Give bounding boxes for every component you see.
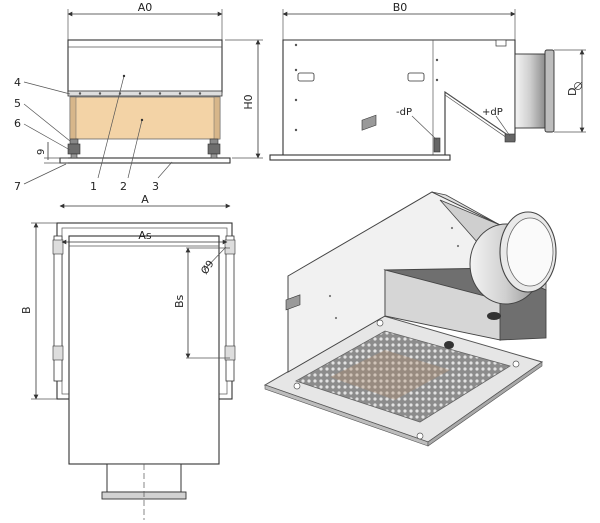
pressure-tap-plus: [504, 133, 516, 143]
clamp-left: [67, 138, 81, 159]
dim-a0-label: A0: [138, 1, 153, 14]
iso-filter-visible: [330, 350, 450, 400]
minus-dp-label: -dP: [396, 107, 412, 118]
callout-1: 1: [90, 180, 97, 193]
dim-b-label: B: [20, 306, 33, 314]
callout-6: 6: [14, 117, 21, 130]
callout-4: 4: [14, 76, 21, 89]
dim-as-label: As: [138, 229, 152, 242]
filter-block: [69, 96, 221, 140]
pressure-tap-minus: [433, 137, 441, 153]
dim-h0-label: H0: [242, 94, 255, 109]
side-ceiling-plate: [269, 154, 451, 161]
dim-9-label: 9: [36, 149, 47, 155]
front-view: A0 H0: [14, 1, 263, 209]
callout-3: 3: [152, 180, 159, 193]
top-housing: [68, 235, 220, 465]
side-view: B0 D -dP +dP: [269, 1, 586, 161]
isometric-view: [263, 114, 557, 447]
duct-spigot: [514, 53, 546, 129]
callout-5: 5: [14, 97, 21, 110]
top-view: As Bs Ø9 B: [20, 222, 236, 520]
dim-d-label: D: [566, 88, 579, 96]
ceiling-plate: [59, 157, 231, 164]
housing-side: [282, 39, 516, 156]
iso-pressure-tap-minus: [444, 341, 454, 349]
plus-dp-label: +dP: [482, 107, 503, 118]
clamp-right: [207, 138, 221, 159]
callout-2: 2: [120, 180, 127, 193]
callout-7: 7: [14, 180, 21, 193]
iso-pressure-tap-plus: [487, 312, 501, 320]
dim-bs-label: Bs: [173, 294, 186, 308]
dim-a-label: A: [141, 193, 149, 206]
duct-collar: [544, 49, 555, 133]
dim-b0-label: B0: [393, 1, 408, 14]
housing-body: [67, 39, 223, 93]
perforated-grille: [295, 330, 511, 423]
